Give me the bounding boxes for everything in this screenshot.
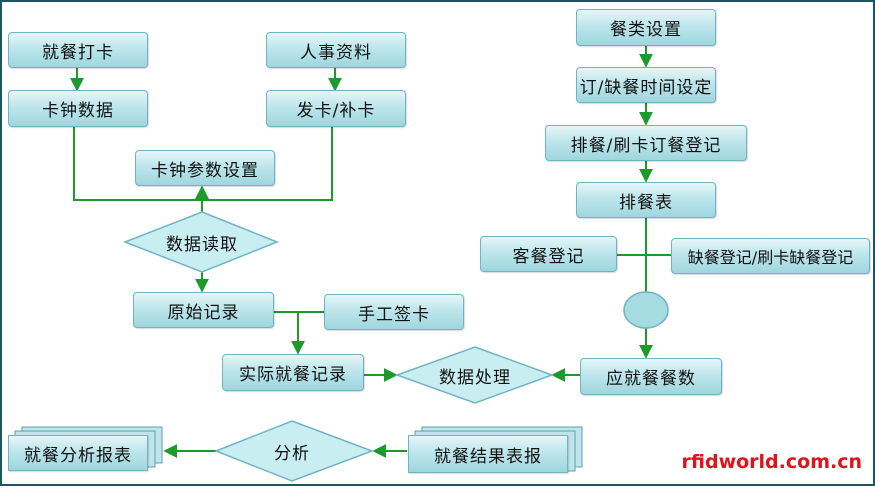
manual-card-node[interactable]: 手工签卡 <box>324 294 464 330</box>
meal-card-node[interactable]: 就餐打卡 <box>8 32 148 68</box>
analysis-diamond <box>213 420 375 482</box>
data-read-diamond <box>122 211 280 273</box>
raw-record-node[interactable]: 原始记录 <box>133 292 274 328</box>
guest-reg-node[interactable]: 客餐登记 <box>480 236 617 272</box>
data-read-label: 数据读取 <box>166 234 238 255</box>
schedule-table-node[interactable]: 排餐表 <box>576 182 716 218</box>
clock-data-node[interactable]: 卡钟数据 <box>8 90 148 127</box>
meal-type-node[interactable]: 餐类设置 <box>576 9 716 46</box>
card-issue-node[interactable]: 发卡/补卡 <box>266 90 406 127</box>
analysis-report-node[interactable]: 就餐分析报表 <box>8 435 148 471</box>
order-time-node[interactable]: 订/缺餐时间设定 <box>576 67 716 103</box>
hr-data-node[interactable]: 人事资料 <box>266 32 406 68</box>
analysis-label: 分析 <box>274 443 310 464</box>
watermark-text: rfidworld.com.cn <box>681 451 862 473</box>
clock-params-node[interactable]: 卡钟参数设置 <box>135 150 275 186</box>
schedule-reg-node[interactable]: 排餐/刷卡订餐登记 <box>545 125 747 161</box>
data-process-label: 数据处理 <box>439 367 511 388</box>
actual-record-node[interactable]: 实际就餐记录 <box>222 354 364 391</box>
absent-reg-node[interactable]: 缺餐登记/刷卡缺餐登记 <box>671 238 870 274</box>
expected-count-node[interactable]: 应就餐餐数 <box>580 358 722 395</box>
data-process-diamond <box>394 346 555 404</box>
junction-circle <box>623 291 669 329</box>
result-report-node[interactable]: 就餐结果表报 <box>408 435 568 473</box>
